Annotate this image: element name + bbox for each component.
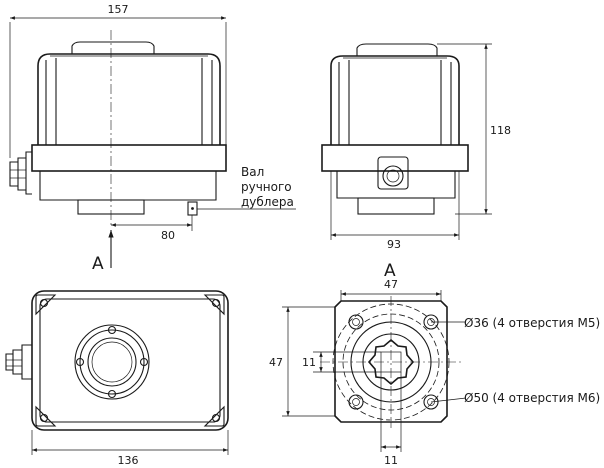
dim-shaft-offset: 80	[161, 229, 175, 242]
dim-flange-width: 47	[384, 278, 398, 291]
dim-square-height: 11	[302, 356, 316, 369]
holes-m6-label: Ø50 (4 отверстия М6)	[464, 391, 600, 405]
view-title: A	[384, 261, 396, 281]
flange-view: A 47 47 11	[269, 261, 600, 467]
dim-side-width: 93	[387, 238, 401, 251]
top-view: 136	[5, 290, 229, 467]
duplicator-label-line3: дублера	[241, 195, 294, 209]
dim-top-width: 136	[118, 454, 139, 467]
front-view: 157 80 Вал ручного дублера A	[9, 3, 296, 274]
duplicator-label-line1: Вал	[241, 165, 264, 179]
dim-side-height: 118	[490, 124, 511, 137]
dim-flange-height: 47	[269, 356, 283, 369]
holes-m5-label: Ø36 (4 отверстия М5)	[464, 316, 600, 330]
view-arrow-label: A	[92, 254, 104, 274]
duplicator-label-line2: ручного	[241, 180, 292, 194]
side-view: 118 93	[321, 43, 511, 251]
dim-front-width: 157	[108, 3, 129, 16]
dim-square-width: 11	[384, 454, 398, 467]
